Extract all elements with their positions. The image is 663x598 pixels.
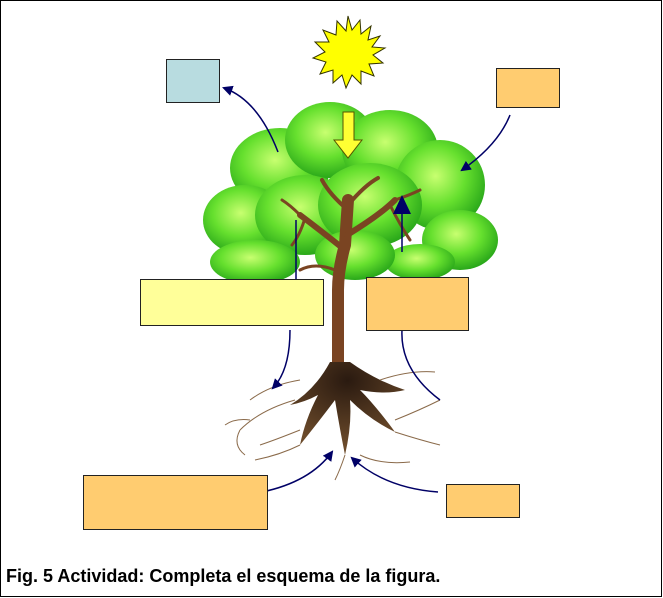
label-box-top-right[interactable]	[496, 68, 560, 108]
arrow-to-roots-bottom-left	[261, 450, 334, 493]
callout-lines	[222, 85, 511, 493]
line-right-roots	[401, 329, 441, 401]
arrow-to-top-left-box	[222, 85, 279, 153]
up-arrow-icon	[393, 195, 411, 252]
label-box-bottom-left[interactable]	[83, 475, 268, 530]
arrow-to-roots-bottom-right	[350, 456, 439, 493]
tree-trunk	[280, 176, 422, 371]
label-box-top-left[interactable]	[166, 59, 220, 103]
arrow-to-roots-left	[271, 329, 291, 390]
arrow-from-top-right-box	[460, 114, 511, 172]
tree-roots	[224, 362, 441, 481]
down-arrow-icon	[332, 111, 364, 159]
label-box-bottom-right[interactable]	[446, 484, 520, 518]
label-box-middle-left[interactable]	[140, 279, 324, 326]
label-box-middle-right[interactable]	[366, 277, 469, 331]
figure-caption: Fig. 5 Actividad: Completa el esquema de…	[6, 566, 441, 586]
sun-icon	[311, 15, 387, 90]
